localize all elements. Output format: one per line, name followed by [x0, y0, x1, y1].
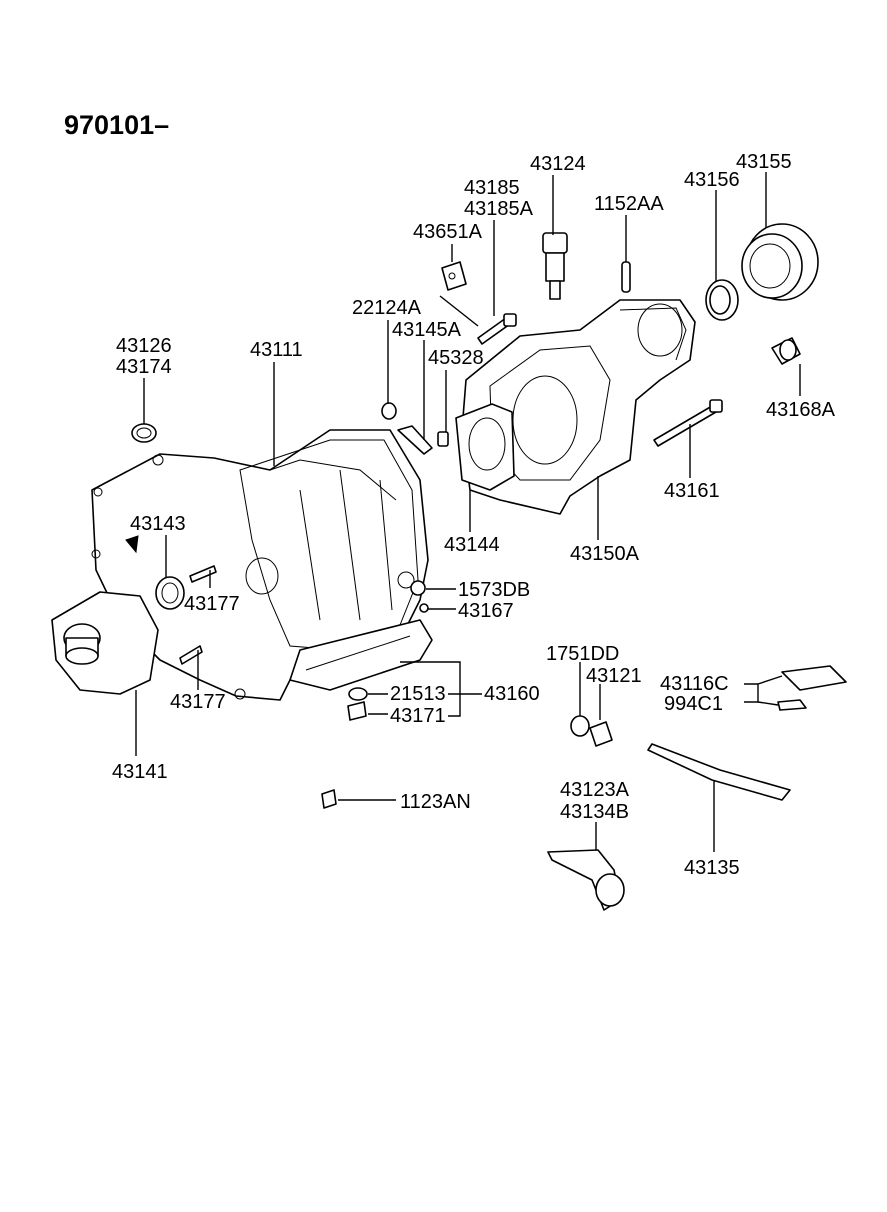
label-43150a: 43150A [570, 543, 640, 565]
label-43160: 43160 [484, 683, 540, 705]
label-43161: 43161 [664, 480, 720, 502]
label-43651a: 43651A [413, 221, 483, 243]
part-small-wedge [125, 535, 139, 554]
part-22124a-plug [381, 402, 397, 420]
label-43171: 43171 [390, 705, 446, 727]
part-1573db-plug [410, 580, 426, 596]
label-21513: 21513 [390, 683, 446, 705]
label-43185a: 43185A [464, 198, 534, 220]
label-43123a: 43123A [560, 779, 630, 801]
label-43111: 43111 [250, 339, 303, 361]
label-1751dd: 1751DD [546, 643, 619, 665]
part-43141-front-retainer [51, 591, 159, 695]
label-43143: 43143 [130, 513, 186, 535]
leader-lines [135, 172, 801, 852]
label-43134b: 43134B [560, 801, 629, 823]
part-1751dd-gasket [570, 715, 590, 737]
label-43121: 43121 [586, 665, 642, 687]
part-43124-plug [542, 232, 568, 300]
part-43116c-tube [781, 665, 847, 691]
part-43123a-bracket [547, 849, 625, 911]
part-43145a-lever [397, 425, 433, 455]
part-1152aa-pin [621, 261, 631, 293]
part-43161-bolt [653, 399, 723, 447]
label-43185: 43185 [464, 177, 520, 199]
label-994c1: 994C1 [664, 693, 723, 715]
label-45328: 45328 [428, 347, 484, 369]
label-43174: 43174 [116, 356, 172, 378]
part-43160-oil-pan [289, 619, 433, 691]
label-43177-upper: 43177 [184, 593, 240, 615]
part-1123an-bolt [321, 789, 337, 809]
part-43651a-bracket [441, 261, 467, 291]
part-43171-drain-plug [347, 701, 367, 721]
label-43155: 43155 [736, 151, 792, 173]
part-43185-bolt [477, 313, 517, 345]
part-43177-pin-lower [179, 645, 203, 665]
part-43156-seal [705, 279, 739, 321]
label-22124a: 22124A [352, 297, 422, 319]
label-43168a: 43168A [766, 399, 836, 421]
part-43126-seal [131, 423, 157, 443]
label-43116c: 43116C [660, 673, 729, 695]
part-43135-plate [647, 743, 791, 801]
diagram-date-code: 970101– [64, 110, 169, 140]
part-21513-gasket [348, 687, 368, 701]
part-43144-gasket [455, 403, 515, 491]
label-43135: 43135 [684, 857, 740, 879]
label-43156: 43156 [684, 169, 740, 191]
label-43167: 43167 [458, 600, 514, 622]
part-43167-bolt [419, 603, 429, 613]
label-43145a: 43145A [392, 319, 462, 341]
part-43143-seal [155, 576, 185, 610]
part-43168a-sensor [771, 337, 801, 365]
label-43144: 43144 [444, 534, 500, 556]
part-43121-plug [589, 721, 613, 747]
label-43126: 43126 [116, 335, 172, 357]
part-45328-bolt [437, 431, 449, 447]
label-43124: 43124 [530, 153, 586, 175]
part-43155-ring [741, 223, 819, 301]
label-1123an: 1123AN [400, 791, 471, 813]
label-1152aa: 1152AA [594, 193, 664, 215]
label-43141: 43141 [112, 761, 168, 783]
label-43177-lower: 43177 [170, 691, 226, 713]
part-994c1-plug [777, 699, 807, 711]
label-1573db: 1573DB [458, 579, 530, 601]
